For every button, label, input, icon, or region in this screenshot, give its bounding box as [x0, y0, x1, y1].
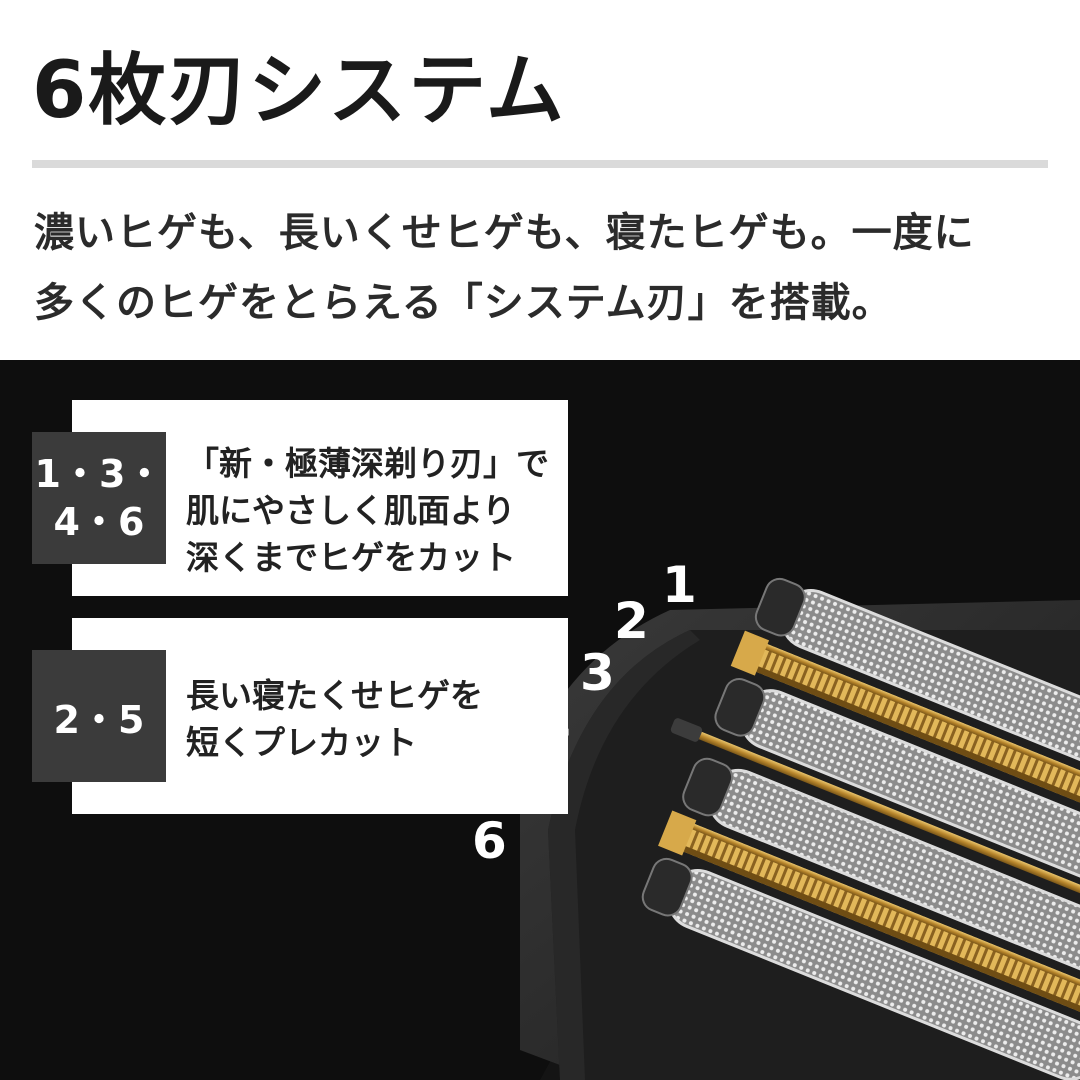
- foil-blade-4b: [682, 757, 1080, 981]
- subtitle-line-2: 多くのヒゲをとらえる「システム刃」を搭載。: [34, 280, 893, 326]
- feature-1-line-3: 深くまでヒゲをカット: [186, 538, 516, 577]
- feature-2-line-2: 短くプレカット: [186, 723, 417, 762]
- foil-blade-3: [714, 678, 1080, 901]
- feature-1-line-1: 「新・極薄深剃り刃」で: [186, 444, 549, 483]
- feature-2-line-1: 長い寝たくせヒゲを: [186, 676, 483, 715]
- slit-blade-2: [730, 630, 1080, 845]
- shaver-head-illustration: [520, 577, 1080, 1080]
- feature-description-2: 長い寝たくせヒゲを 短くプレカット: [186, 672, 483, 766]
- feature-1-line-2: 肌にやさしく肌面より: [186, 491, 516, 530]
- subtitle-line-1: 濃いヒゲも、長いくせヒゲも、寝たヒゲも。一度に: [34, 210, 975, 256]
- product-panel: 1・3・ 4・6 「新・極薄深剃り刃」で 肌にやさしく肌面より 深くまでヒゲをカ…: [0, 360, 1080, 1080]
- blade-number-4: 4: [536, 696, 571, 754]
- foil-blade-6: [641, 857, 1080, 1080]
- wire-blade-4: [670, 718, 1080, 922]
- blade-number-2: 2: [614, 592, 649, 650]
- blade-badge-label: 1・3・ 4・6: [34, 452, 164, 544]
- slit-blade-5: [658, 810, 1080, 1025]
- page-title: 6枚刃システム: [32, 46, 566, 136]
- subtitle: 濃いヒゲも、長いくせヒゲも、寝たヒゲも。一度に 多くのヒゲをとらえる「システム刃…: [34, 198, 1064, 338]
- title-divider: [32, 160, 1048, 168]
- blade-number-1: 1: [662, 556, 697, 614]
- feature-description-1: 「新・極薄深剃り刃」で 肌にやさしく肌面より 深くまでヒゲをカット: [186, 440, 549, 581]
- blade-badge-1: 1・3・ 4・6: [32, 432, 166, 564]
- blade-number-5: 5: [502, 750, 537, 808]
- blade-badge-label: 2・5: [53, 697, 145, 742]
- blade-badge-2: 2・5: [32, 650, 166, 782]
- blade-number-3: 3: [580, 644, 615, 702]
- foil-blade-1: [754, 577, 1080, 801]
- blade-number-6: 6: [472, 812, 507, 870]
